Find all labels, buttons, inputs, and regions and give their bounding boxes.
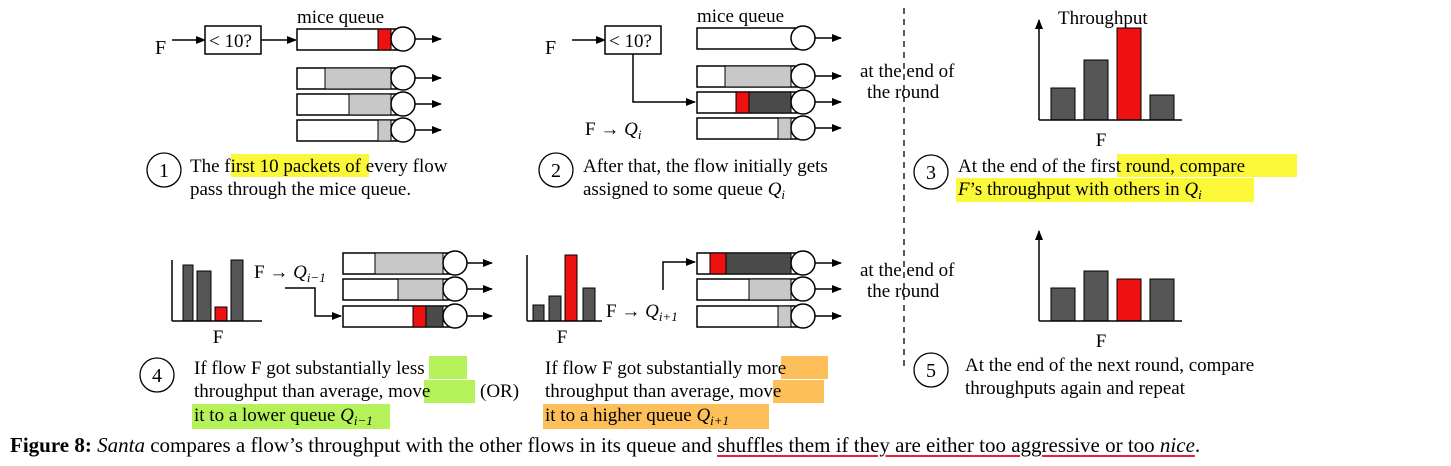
panel-3: Throughput F 3 At the end of the first r…: [913, 8, 1297, 202]
bar-other-flow: [548, 295, 562, 322]
end-of-round-label-bottom-2: the round: [867, 281, 940, 302]
assign-label: F → Qi: [585, 119, 642, 142]
panel-1: F < 10? mice queue 1: [146, 7, 448, 200]
chart-x-label: F: [1096, 130, 1107, 151]
bar-other-flow: [1149, 94, 1175, 121]
panel-5-line-1: At the end of the next round, compare: [965, 355, 1254, 376]
end-of-round-label-bottom-1: at the end of: [860, 260, 955, 281]
bar-other-flow: [1083, 59, 1109, 121]
step-4-badge: [139, 357, 175, 393]
mice-queue-label: mice queue: [297, 7, 384, 28]
chart-x-label: F: [557, 327, 568, 348]
bar-other-flow: [182, 264, 194, 322]
step-2-badge: [538, 152, 574, 188]
mice-queue: [696, 25, 842, 51]
caption-label: Figure 8:: [10, 433, 92, 457]
throughput-title: Throughput: [1058, 8, 1148, 29]
throughput-chart-round-1: [1035, 19, 1182, 121]
panel-2-line-1: After that, the flow initially gets: [583, 156, 828, 177]
step-5-badge: [913, 352, 949, 388]
threshold-label: < 10?: [209, 31, 252, 52]
throughput-chart-less: [171, 259, 262, 322]
step-2-number: 2: [551, 160, 561, 182]
threshold-box: [604, 25, 662, 55]
assign-label: F → Qi+1: [606, 301, 678, 324]
highlight-first-10-packets: [231, 154, 369, 177]
panel-1-line-1: The first 10 packets of every flow: [190, 156, 448, 177]
panel-4b-line-2: throughput than average, move: [545, 381, 781, 402]
bar-flow-f: [1116, 27, 1142, 121]
highlight-move: [424, 380, 475, 403]
round-divider: at the end of the round at the end of th…: [860, 8, 955, 370]
throughput-chart-more: [526, 254, 602, 322]
highlight-higher-queue: [543, 404, 769, 429]
caption-underlined: shuffles them if they are either too agg…: [717, 433, 1195, 457]
bar-flow-f: [214, 306, 228, 322]
step-5-number: 5: [926, 360, 936, 382]
caption-santa: Santa: [97, 433, 145, 457]
highlight-compare: [956, 178, 1254, 202]
mice-queue-label: mice queue: [697, 6, 784, 27]
panel-4-line-1: If flow F got substantially less: [194, 358, 425, 379]
queue-stack: [696, 250, 842, 329]
step-3-number: 3: [926, 162, 936, 184]
step-1-number: 1: [159, 160, 169, 182]
assign-label: F → Qi−1: [254, 262, 326, 285]
panel-3-line-1: At the end of the first round, compare: [958, 156, 1245, 177]
panel-4b: F F → Qi+1 If flow F got substantially m…: [526, 250, 842, 429]
highlight-more: [781, 356, 828, 379]
step-4-number: 4: [152, 365, 162, 387]
queue-stack: [696, 63, 842, 141]
bar-flow-f: [564, 254, 578, 322]
bar-flow-f: [1116, 278, 1142, 322]
bar-other-flow: [582, 287, 596, 322]
highlight-move: [773, 380, 824, 403]
queue-stack: [296, 65, 442, 143]
panel-4b-line-1: If flow F got substantially more: [545, 358, 786, 379]
threshold-label: < 10?: [609, 31, 652, 52]
flow-label: F: [545, 37, 556, 59]
panel-2: F < 10? mice queue F → Qi 2: [538, 6, 842, 202]
panel-5: F 5 At the end of the next round, compar…: [913, 230, 1254, 399]
bar-other-flow: [196, 270, 212, 322]
step-1-badge: [146, 152, 182, 188]
highlight-lower-queue: [192, 404, 390, 429]
figure-caption: Figure 8: Santa compares a flow’s throug…: [10, 433, 1201, 457]
panel-1-line-2: pass through the mice queue.: [190, 179, 411, 200]
caption-text: compares a flow’s throughput with the ot…: [144, 433, 718, 457]
highlight-less: [429, 356, 467, 379]
chart-x-label: F: [213, 327, 224, 348]
step-3-badge: [913, 154, 949, 190]
panel-4-line-2: throughput than average, move: [194, 381, 430, 402]
end-of-round-label-top-1: at the end of: [860, 61, 955, 82]
flow-label: F: [155, 37, 166, 59]
bar-other-flow: [532, 304, 545, 322]
or-label: (OR): [480, 381, 519, 402]
end-of-round-label-top-2: the round: [867, 82, 940, 103]
panel-3-line-2: F’s throughput with others in Qi: [957, 179, 1202, 202]
panel-4: F F → Qi−1 4 If flow F got substantially…: [139, 250, 519, 429]
panel-5-line-2: throughputs again and repeat: [965, 378, 1186, 399]
panel-4-line-3: it to a lower queue Qi−1: [194, 405, 373, 428]
bar-other-flow: [1050, 87, 1076, 121]
bar-other-flow: [230, 259, 244, 322]
mice-queue: [296, 26, 442, 52]
highlight-first-round: [1117, 154, 1297, 177]
throughput-chart-next-round: [1035, 230, 1182, 322]
bar-other-flow: [1050, 287, 1076, 322]
bar-other-flow: [1149, 278, 1175, 322]
queue-stack: [342, 250, 493, 329]
panel-2-line-2: assigned to some queue Qi: [583, 179, 785, 202]
chart-x-label: F: [1096, 331, 1107, 352]
panel-4b-line-3: it to a higher queue Qi+1: [545, 405, 729, 428]
bar-other-flow: [1083, 270, 1109, 322]
